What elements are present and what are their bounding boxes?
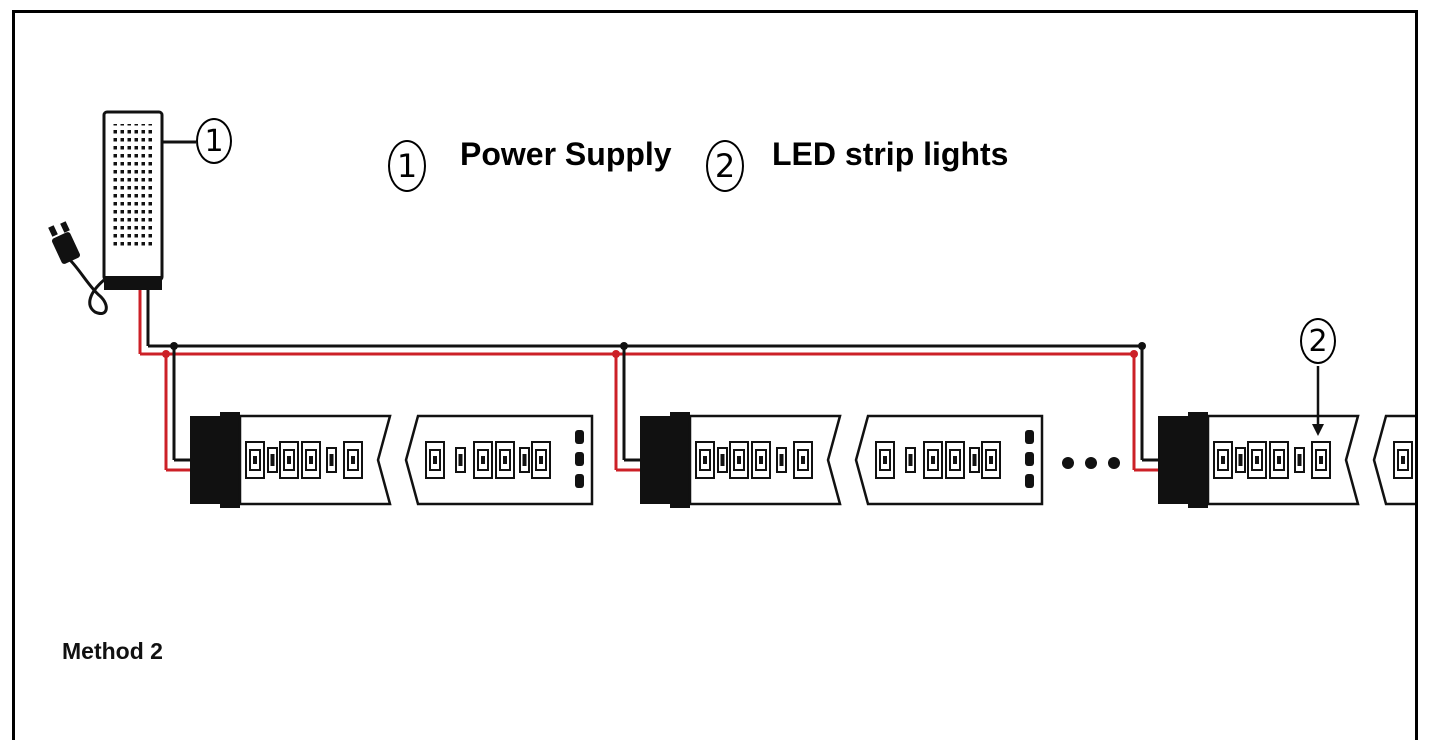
bus-wires <box>138 290 1142 356</box>
legend-marker-1: 1 <box>388 140 426 192</box>
plug-icon <box>48 221 108 315</box>
legend-label-led-strip: LED strip lights <box>772 136 1009 172</box>
diagram-frame <box>12 10 1418 740</box>
method-caption: Method 2 <box>62 638 163 664</box>
ellipsis-dots <box>1062 457 1120 469</box>
led-strip-icon <box>190 412 594 508</box>
strip-callout: 2 <box>1300 318 1336 364</box>
legend-label-power-supply: Power Supply <box>460 136 672 172</box>
legend-marker-2: 2 <box>706 140 744 192</box>
led-strip-icon <box>640 412 1044 508</box>
power-supply-icon <box>102 110 164 290</box>
led-strip-icon <box>1158 412 1415 508</box>
drop-wires <box>162 342 1162 472</box>
supply-callout: 1 <box>196 118 232 164</box>
